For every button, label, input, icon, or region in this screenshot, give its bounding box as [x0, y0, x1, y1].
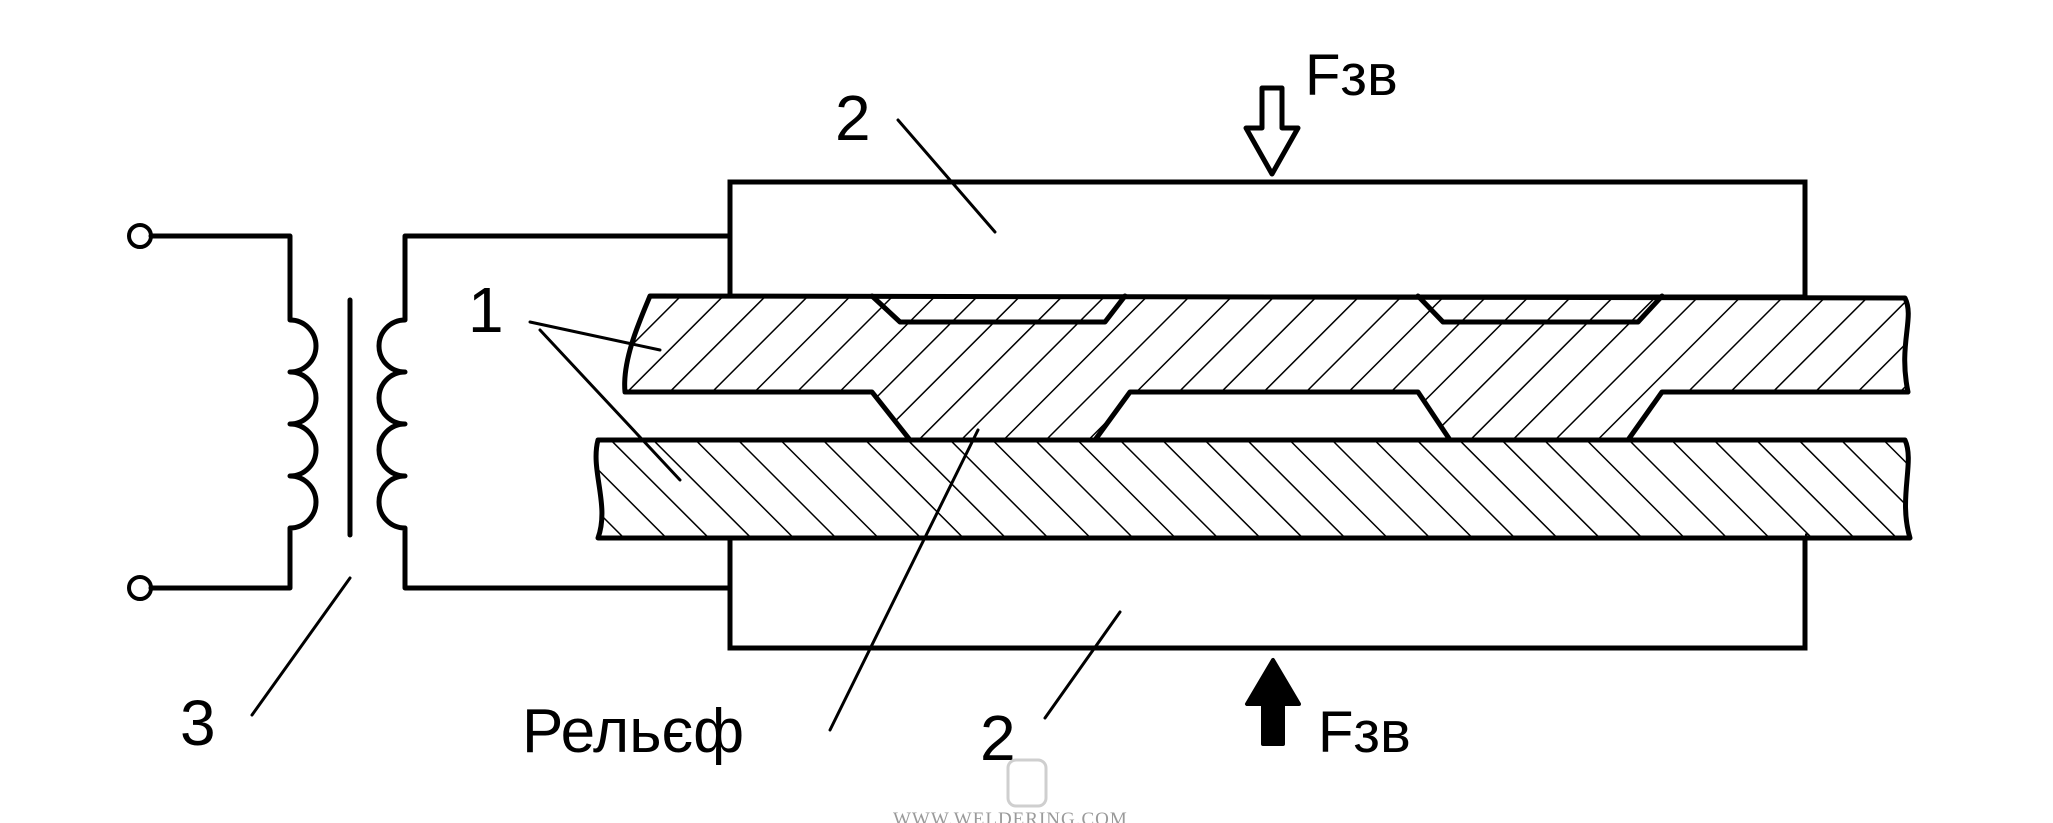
force-arrow-top: [1243, 85, 1301, 177]
lower-sheet: [593, 437, 1913, 541]
leader-relief: [828, 428, 980, 732]
watermark-text: WWW.WELDERING.COM: [893, 809, 1128, 823]
label-sheets: 1: [468, 274, 504, 346]
upper-sheet-body: [622, 293, 1911, 443]
leader-sheet-lower: [538, 328, 682, 482]
label-electrode-top: 2: [835, 82, 871, 154]
electrode-bottom: [727, 533, 1808, 651]
electrode-top: [727, 179, 1808, 300]
watermark-logo: [1006, 758, 1048, 808]
secondary-winding: [376, 233, 823, 591]
label-transformer: 3: [180, 687, 216, 759]
label-relief: Рельєф: [522, 697, 744, 766]
relief-top-line: [869, 293, 1665, 325]
leader-electrode-top: [896, 118, 997, 234]
label-force-bottom: Fзв: [1318, 700, 1411, 765]
force-arrow-bottom: [1245, 658, 1301, 746]
lower-sheet-body: [593, 437, 1913, 541]
label-force-top: Fзв: [1305, 43, 1398, 108]
terminal-bottom: [127, 575, 153, 601]
terminal-top: [127, 223, 153, 249]
primary-winding: [148, 233, 319, 591]
leader-sheet-upper: [528, 320, 662, 352]
leader-electrode-bottom: [1043, 610, 1122, 720]
leader-transformer: [250, 576, 352, 717]
